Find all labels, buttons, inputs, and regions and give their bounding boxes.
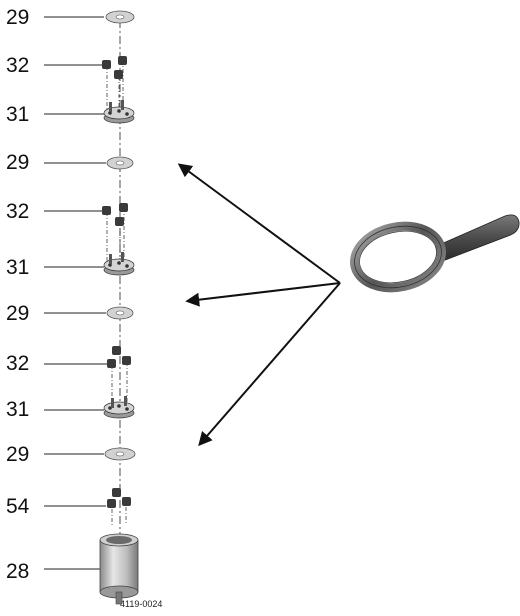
carrier-plate-31 <box>103 252 135 276</box>
carrier-plate-31 <box>103 100 135 124</box>
gear-set-32 <box>102 203 128 262</box>
callout-32-second: 32 <box>6 200 30 223</box>
pointer-arrows <box>177 163 341 447</box>
callout-31-third: 31 <box>6 398 30 421</box>
callout-29-top: 29 <box>6 6 30 29</box>
callout-29-fourth: 29 <box>6 443 30 466</box>
gear-set-32 <box>107 346 131 405</box>
housing-28 <box>99 533 139 605</box>
washer-29 <box>106 156 134 170</box>
callout-54: 54 <box>6 495 30 518</box>
arrow-middle <box>185 282 341 307</box>
gear-set-54 <box>107 488 131 525</box>
callout-31-first: 31 <box>6 103 30 126</box>
callout-28: 28 <box>6 560 30 583</box>
washer-29 <box>106 306 134 320</box>
callout-29-second: 29 <box>6 151 30 174</box>
washer-29 <box>104 447 136 461</box>
gear-set-32 <box>102 56 127 112</box>
washer-29 <box>105 10 135 24</box>
arrow-lower <box>198 282 341 447</box>
leader-lines <box>44 16 108 570</box>
magnifying-glass-icon <box>350 214 520 293</box>
callout-29-third: 29 <box>6 302 30 325</box>
arrow-upper <box>177 163 341 284</box>
callout-31-second: 31 <box>6 256 30 279</box>
callout-32-third: 32 <box>6 352 30 375</box>
callout-32-first: 32 <box>6 54 30 77</box>
carrier-plate-31 <box>103 396 135 419</box>
drawing-number: 4119-0024 <box>120 599 163 609</box>
